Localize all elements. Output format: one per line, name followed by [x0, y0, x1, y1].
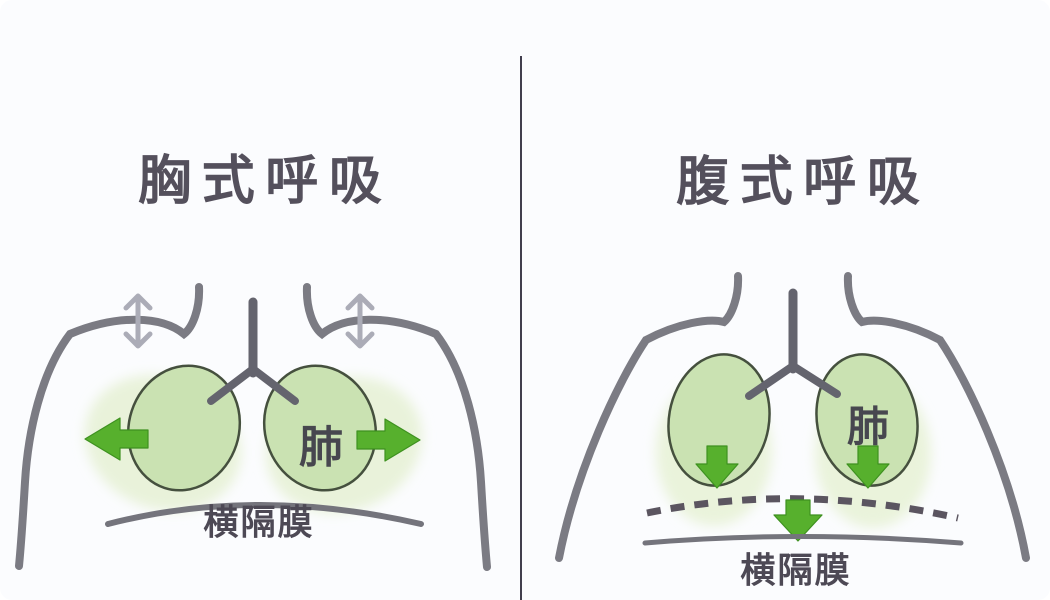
expansion-arrows [84, 417, 421, 462]
lung-left [667, 353, 771, 487]
panel-divider [520, 56, 522, 600]
trachea-bronchi [745, 288, 841, 400]
torso-left-side [555, 272, 743, 562]
expand-right-arrow-icon [356, 418, 421, 462]
shoulder-updown-arrow-right-icon [345, 293, 375, 349]
lung-label: 肺 [846, 402, 890, 451]
lung-label: 肺 [299, 422, 343, 473]
shoulder-motion-arrows [123, 293, 375, 349]
lung-down-arrow-right-icon [846, 445, 890, 489]
panel-chest-breathing: 胸式呼吸 肺 横隔膜 [0, 0, 521, 600]
panel-abdominal-breathing: 腹式呼吸 肺 横隔膜 [521, 0, 1050, 600]
torso-right-side [302, 283, 491, 571]
abdominal-breathing-figure [555, 272, 1030, 562]
expand-left-arrow-icon [84, 417, 149, 461]
bronchus-right [249, 365, 299, 405]
torso-right-side [843, 272, 1030, 562]
torso-outline [15, 283, 491, 571]
chest-breathing-figure [15, 283, 491, 571]
torso-outline [555, 272, 1030, 562]
lungs [667, 353, 919, 487]
trachea-bronchi [207, 297, 299, 405]
lung-right [815, 353, 919, 487]
diaphragm-line [642, 534, 964, 546]
chest-breathing-title: 胸式呼吸 [138, 150, 393, 212]
diaphragm-line [105, 502, 424, 527]
bronchus-left [745, 362, 797, 400]
diaphragm-dashed-line [646, 495, 959, 522]
lung-down-arrow-left-icon [695, 445, 739, 489]
diaphragm-label: 横隔膜 [203, 503, 315, 544]
bronchus-left [207, 365, 257, 405]
bronchus-right [789, 362, 841, 398]
diaphragm-label: 横隔膜 [740, 551, 852, 592]
shoulder-updown-arrow-left-icon [123, 293, 153, 349]
torso-left-side [15, 283, 204, 570]
abdominal-breathing-title: 腹式呼吸 [676, 151, 931, 213]
lung-descend-arrows [695, 445, 890, 489]
diaphragm-down-arrow-icon [773, 499, 823, 542]
